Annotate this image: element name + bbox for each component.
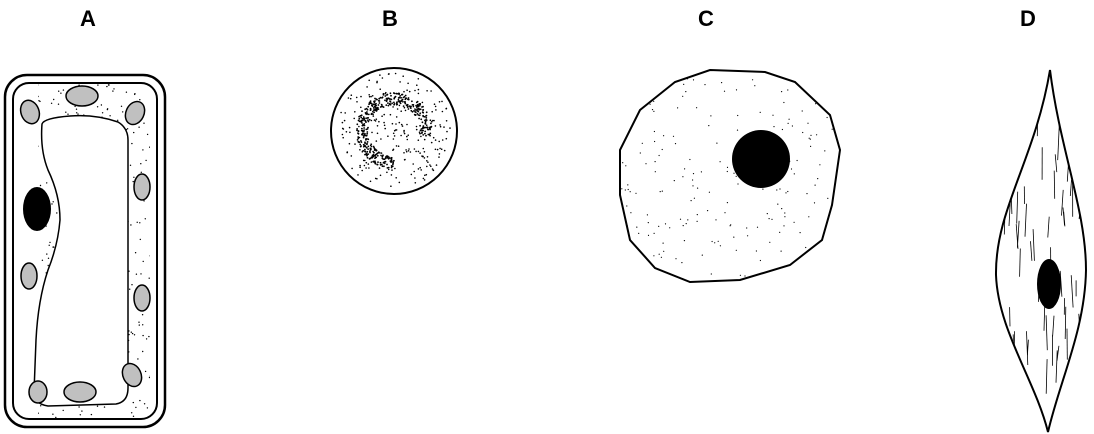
plant-cell-a bbox=[5, 75, 165, 427]
muscle-cell-d bbox=[996, 70, 1086, 434]
nucleus-c bbox=[732, 130, 790, 188]
red-blood-cell-b bbox=[331, 68, 457, 194]
nucleus-a bbox=[23, 187, 51, 231]
nucleus-d bbox=[1037, 259, 1061, 309]
animal-cell-c bbox=[620, 70, 840, 282]
